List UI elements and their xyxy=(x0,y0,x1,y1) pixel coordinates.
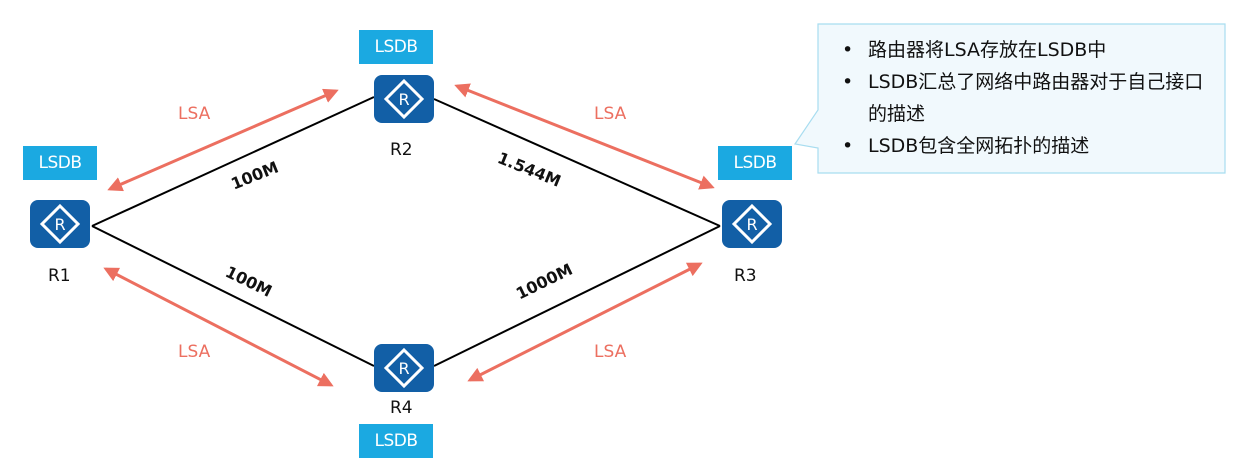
link-r4-r3 xyxy=(433,225,721,367)
lsa-arrow-r1-r2 xyxy=(107,88,339,192)
lsdb-box-r2: LSDB xyxy=(359,30,433,64)
router-icon: R xyxy=(39,203,81,245)
lsa-arrow-r2-r3 xyxy=(454,83,715,190)
callout-item: • LSDB包含全网拓扑的描述 xyxy=(842,130,1222,162)
bullet-icon: • xyxy=(842,39,854,61)
callout-box xyxy=(793,23,1226,174)
callout-item: • 路由器将LSA存放在LSDB中 xyxy=(842,34,1222,66)
svg-text:R: R xyxy=(54,215,65,234)
router-label-r4: R4 xyxy=(390,398,413,418)
svg-text:R: R xyxy=(746,215,757,234)
svg-text:R: R xyxy=(398,359,409,378)
svg-text:R: R xyxy=(398,90,409,109)
lsdb-box-r4: LSDB xyxy=(359,424,433,458)
callout-item-text: 路由器将LSA存放在LSDB中 xyxy=(868,39,1107,61)
router-icon: R xyxy=(731,203,773,245)
callout-item: • LSDB汇总了网络中路由器对于自己接口的描述 xyxy=(842,66,1222,130)
link-r1-r4 xyxy=(91,225,375,367)
router-label-r2: R2 xyxy=(390,140,413,160)
link-r1-r2 xyxy=(91,96,375,227)
callout-list: • 路由器将LSA存放在LSDB中 • LSDB汇总了网络中路由器对于自己接口的描述… xyxy=(842,34,1222,162)
lsa-label-r4-r3: LSA xyxy=(594,342,627,362)
lsdb-box-r1: LSDB xyxy=(23,146,97,180)
lsa-label-r1-r2: LSA xyxy=(178,104,211,124)
lsdb-box-r3: LSDB xyxy=(718,146,792,180)
router-r3[interactable]: R xyxy=(722,200,782,248)
lsa-label-r2-r3: LSA xyxy=(594,104,627,124)
router-label-r1: R1 xyxy=(48,266,71,286)
bullet-icon: • xyxy=(842,135,854,157)
router-r2[interactable]: R xyxy=(374,75,434,123)
router-icon: R xyxy=(383,347,425,389)
callout-item-text: LSDB包含全网拓扑的描述 xyxy=(868,135,1090,157)
callout-item-text: LSDB汇总了网络中路由器对于自己接口的描述 xyxy=(868,71,1204,125)
lsa-arrow-r1-r4 xyxy=(103,267,334,387)
router-r1[interactable]: R xyxy=(30,200,90,248)
lsa-label-r1-r4: LSA xyxy=(178,342,211,362)
bullet-icon: • xyxy=(842,71,854,93)
router-r4[interactable]: R xyxy=(374,344,434,392)
router-icon: R xyxy=(383,78,425,120)
lsa-arrow-r4-r3 xyxy=(467,262,703,382)
callout: • 路由器将LSA存放在LSDB中 • LSDB汇总了网络中路由器对于自己接口的描述… xyxy=(842,34,1222,162)
link-r2-r3 xyxy=(433,98,721,227)
router-label-r3: R3 xyxy=(734,266,757,286)
